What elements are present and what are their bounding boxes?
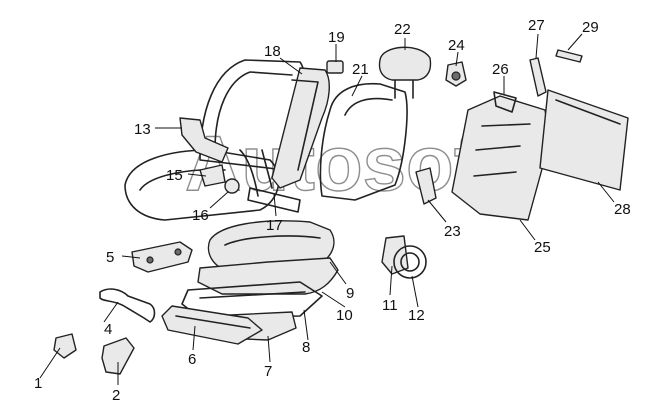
part-28-panel bbox=[539, 89, 629, 191]
part-12-ring bbox=[393, 245, 427, 279]
callout-26: 26 bbox=[492, 61, 509, 78]
callout-16: 16 bbox=[192, 207, 209, 224]
callout-5: 5 bbox=[106, 249, 114, 266]
part-5-bracket bbox=[131, 241, 193, 273]
part-4-handle bbox=[99, 288, 156, 323]
callout-23: 23 bbox=[444, 223, 461, 240]
part-26-bracket bbox=[493, 91, 517, 113]
callout-9: 9 bbox=[346, 285, 354, 302]
part-23-lever bbox=[415, 167, 437, 205]
part-19-clip bbox=[326, 60, 344, 74]
callout-6: 6 bbox=[188, 351, 196, 368]
part-17-recliner bbox=[239, 149, 301, 213]
part-25-rear-frame bbox=[451, 95, 551, 221]
part-1-bracket bbox=[53, 333, 77, 359]
callout-22: 22 bbox=[394, 21, 411, 38]
callout-10: 10 bbox=[336, 307, 353, 324]
part-29-pin bbox=[555, 49, 583, 63]
part-8-seat-frame bbox=[181, 281, 323, 319]
callout-13: 13 bbox=[134, 121, 151, 138]
callout-7: 7 bbox=[264, 363, 272, 380]
callout-8: 8 bbox=[302, 339, 310, 356]
callout-25: 25 bbox=[534, 239, 551, 256]
callout-2: 2 bbox=[112, 387, 120, 404]
part-22-headrest bbox=[378, 46, 432, 99]
callout-19: 19 bbox=[328, 29, 345, 46]
callout-29: 29 bbox=[582, 19, 599, 36]
part-16-knob bbox=[224, 178, 240, 194]
part-2-bracket bbox=[101, 337, 135, 375]
part-27-rod bbox=[529, 57, 547, 97]
callout-12: 12 bbox=[408, 307, 425, 324]
callout-4: 4 bbox=[104, 321, 112, 338]
callout-18: 18 bbox=[264, 43, 281, 60]
part-24-latch bbox=[445, 61, 467, 87]
part-13-bracket bbox=[179, 117, 229, 163]
part-18-backrest-frame bbox=[271, 67, 330, 189]
callout-21: 21 bbox=[352, 61, 369, 78]
part-6-rail bbox=[161, 305, 263, 345]
callout-labels: 1 2 4 5 6 7 8 9 10 11 12 13 15 16 17 18 … bbox=[34, 17, 631, 404]
callout-28: 28 bbox=[614, 201, 631, 218]
part-15-hinge bbox=[199, 164, 226, 187]
callout-27: 27 bbox=[528, 17, 545, 34]
callout-17: 17 bbox=[266, 217, 283, 234]
callout-24: 24 bbox=[448, 37, 465, 54]
callout-15: 15 bbox=[166, 167, 183, 184]
leader-lines bbox=[39, 33, 615, 385]
callout-1: 1 bbox=[34, 375, 42, 392]
callout-11: 11 bbox=[382, 297, 398, 314]
part-21-rear-backrest bbox=[319, 82, 408, 201]
